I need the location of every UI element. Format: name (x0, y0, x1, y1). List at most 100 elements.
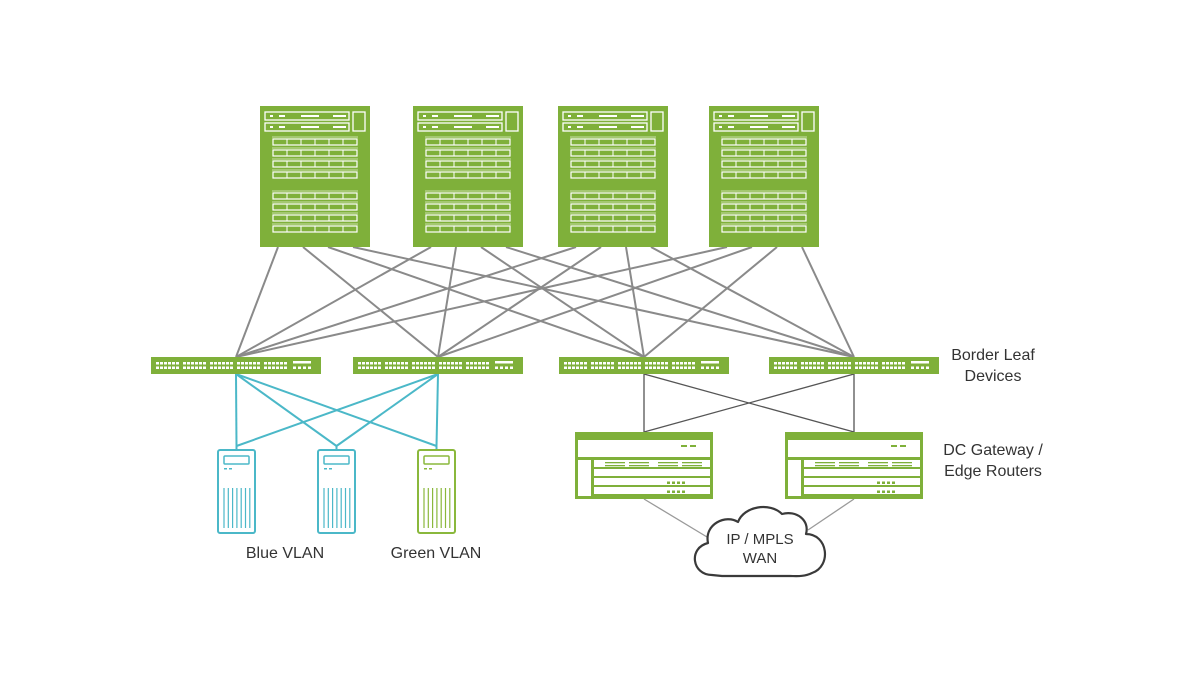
port (474, 362, 477, 365)
port (576, 366, 579, 369)
port (898, 362, 901, 365)
port (362, 366, 365, 369)
card-bar (605, 465, 625, 467)
port (264, 362, 267, 365)
border-leaf-1 (559, 357, 729, 374)
port (168, 366, 171, 369)
port (649, 366, 652, 369)
module-led (432, 126, 438, 128)
port (794, 366, 797, 369)
port (199, 362, 202, 365)
port (672, 366, 675, 369)
module-bar (301, 115, 319, 117)
uplink-port (701, 366, 704, 369)
port (432, 362, 435, 365)
port (661, 366, 664, 369)
port (692, 362, 695, 365)
port (443, 362, 446, 365)
leaf-switch (559, 357, 729, 374)
port (684, 366, 687, 369)
link-leaf-2-server-3 (435, 373, 439, 447)
port (875, 362, 878, 365)
port (786, 362, 789, 365)
port (420, 362, 423, 365)
port (195, 366, 198, 369)
port (412, 366, 415, 369)
port (420, 366, 423, 369)
port (459, 362, 462, 365)
port (370, 362, 373, 365)
server-drive-bay (423, 455, 450, 465)
port (276, 366, 279, 369)
card-port (682, 490, 685, 493)
link-spine-3-leaf-2 (437, 246, 602, 358)
module-bar (599, 126, 617, 128)
link-spine-1-leaf-2 (302, 246, 439, 358)
port (890, 362, 893, 365)
port (875, 366, 878, 369)
gateway-slot (578, 460, 591, 496)
port (378, 362, 381, 365)
port (218, 366, 221, 369)
port (374, 362, 377, 365)
port (863, 362, 866, 365)
port (848, 366, 851, 369)
port (176, 362, 179, 365)
port (470, 366, 473, 369)
port (370, 366, 373, 369)
uplink-port (308, 366, 311, 369)
port (657, 366, 660, 369)
port (630, 366, 633, 369)
spine-module (562, 111, 648, 121)
port (466, 362, 469, 365)
card-bar (815, 465, 835, 467)
port (160, 362, 163, 365)
module-bar (301, 126, 319, 128)
port (195, 362, 198, 365)
gateway-card (804, 478, 920, 485)
port (645, 362, 648, 365)
port (595, 366, 598, 369)
link-spine-3-border-leaf-1 (625, 246, 645, 358)
module-led (423, 115, 426, 117)
port (160, 366, 163, 369)
spine-module (713, 122, 799, 132)
uplink-port (500, 366, 503, 369)
link-border-leaf-2-gateway-1 (643, 373, 855, 433)
uplink-port (916, 366, 919, 369)
port (832, 366, 835, 369)
card-port (677, 490, 680, 493)
gateway-led (900, 445, 906, 447)
port (638, 362, 641, 365)
module-led (279, 126, 285, 128)
port (191, 366, 194, 369)
port (859, 366, 862, 369)
port (817, 366, 820, 369)
port (222, 362, 225, 365)
card-bar (815, 462, 835, 464)
module-led (279, 115, 285, 117)
server-led (329, 468, 332, 470)
port (778, 362, 781, 365)
port (257, 366, 260, 369)
port (794, 362, 797, 365)
server-led (429, 468, 432, 470)
port (599, 366, 602, 369)
port (482, 366, 485, 369)
link-spine-1-border-leaf-2 (352, 246, 855, 358)
port (890, 366, 893, 369)
spine-panel (352, 111, 366, 132)
server-led (224, 468, 227, 470)
port (218, 362, 221, 365)
port (894, 366, 897, 369)
port (653, 366, 656, 369)
spine-module (417, 111, 503, 121)
module-bar (782, 115, 795, 117)
port (416, 362, 419, 365)
port (393, 366, 396, 369)
port (886, 366, 889, 369)
dc-gateway-label-line2: Edge Routers (944, 463, 1042, 480)
module-led (270, 126, 273, 128)
port (790, 362, 793, 365)
port (844, 362, 847, 365)
